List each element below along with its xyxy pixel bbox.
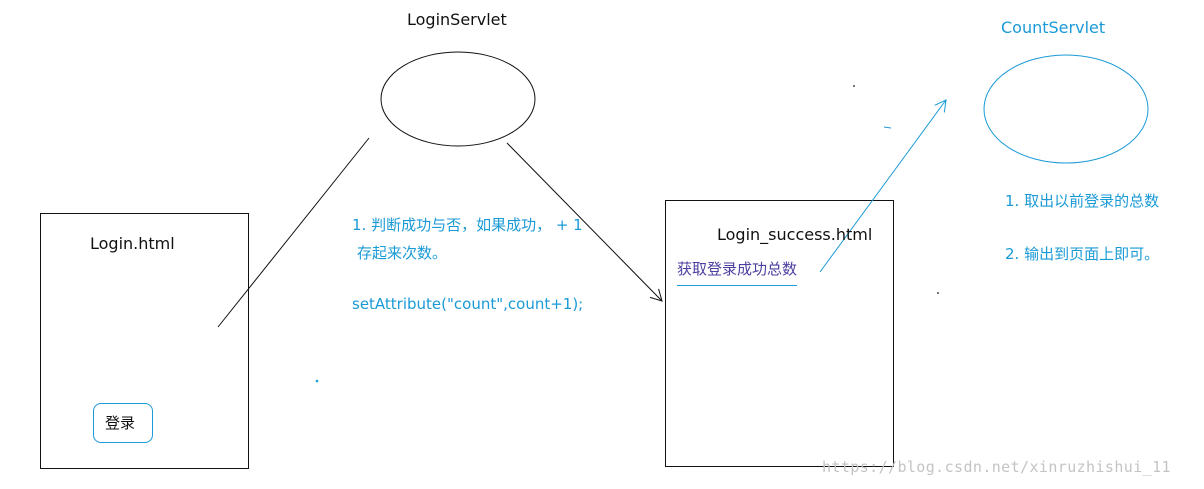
login-html-label: Login.html (90, 234, 175, 253)
login-servlet-node (380, 51, 536, 147)
servlet-to-success-arrow (506, 142, 663, 302)
stray-dot (853, 85, 855, 87)
stray-dot (937, 292, 939, 294)
servlet-note-code: setAttribute("count",count+1); (352, 295, 584, 313)
stray-dot (315, 379, 319, 383)
success-to-count-arrow (819, 99, 947, 273)
count-servlet-label: CountServlet (1001, 18, 1106, 37)
count-note-step-2: 2. 输出到页面上即可。 (1005, 245, 1160, 263)
servlet-note-line-2: 存起来次数。 (357, 244, 448, 262)
stray-dash (883, 126, 892, 129)
count-note-step-1: 1. 取出以前登录的总数 (1005, 192, 1160, 210)
login-to-servlet-line (217, 137, 370, 328)
servlet-note-line-1: 1. 判断成功与否，如果成功， + 1 (352, 216, 583, 234)
login-success-box (665, 200, 894, 467)
count-servlet-node (983, 54, 1149, 164)
login-success-label: Login_success.html (717, 225, 873, 244)
login-servlet-label: LoginServlet (407, 10, 507, 29)
login-html-box (40, 213, 249, 469)
success-count-link[interactable]: 获取登录成功总数 (677, 258, 798, 286)
login-button[interactable]: 登录 (93, 403, 153, 443)
watermark-text: https://blog.csdn.net/xinruzhishui_11 (822, 458, 1171, 476)
